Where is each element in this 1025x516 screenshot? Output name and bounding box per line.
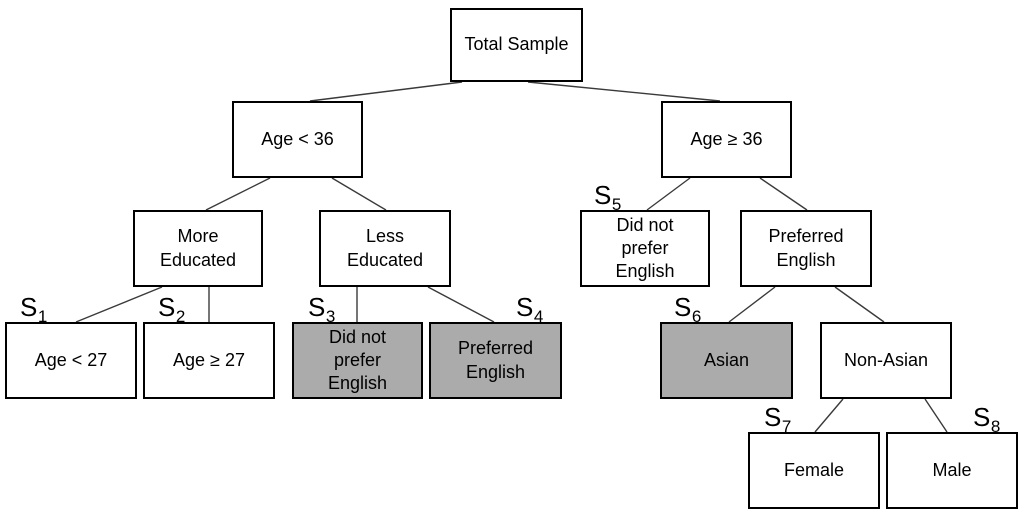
node-age-lt-36-label: Age < 36 [261,128,334,149]
segment-label-s7-sub: 7 [781,417,792,436]
node-total-sample-label: Total Sample [464,34,569,55]
connector-total-to-age-lt-36 [309,81,463,102]
node-less-educated: Less Educated [319,210,451,287]
segment-label-s3-base: S [308,292,326,322]
segment-label-s4: S4 [516,294,544,325]
segment-label-s5: S5 [594,182,622,213]
segment-label-s2: S2 [158,294,186,325]
node-asian-s6-label: Asian [703,349,750,370]
node-age-ge-36-label: Age ≥ 36 [690,128,763,149]
connector-less-educated-to-s4 [427,286,495,323]
segment-label-s1-base: S [20,292,38,322]
segment-label-s5-sub: 5 [611,195,622,214]
connector-total-to-age-ge-36 [527,81,721,102]
node-preferred-english: Preferred English [740,210,872,287]
connector-non-asian-to-s8 [924,398,948,433]
segment-label-s1-sub: 1 [37,307,48,326]
node-preferred-english-s4-label: Preferred English [457,338,534,382]
segment-label-s7-base: S [764,402,782,432]
connector-age-ge-36-to-preferred-english [759,177,808,211]
node-preferred-english-s4: Preferred English [429,322,562,399]
segment-label-s3: S3 [308,294,336,325]
segment-label-s8: S8 [973,404,1001,435]
node-did-not-prefer-english-s5: Did not prefer English [580,210,710,287]
node-age-ge-27-s2-label: Age ≥ 27 [173,349,245,370]
node-age-lt-27-s1-label: Age < 27 [34,349,108,370]
node-total-sample: Total Sample [450,8,583,82]
node-non-asian-label: Non-Asian [843,349,929,370]
segment-label-s2-base: S [158,292,176,322]
node-more-educated: More Educated [133,210,263,287]
segment-label-s8-base: S [973,402,991,432]
node-male-s8-label: Male [932,459,972,480]
segment-label-s2-sub: 2 [175,307,186,326]
connector-preferred-english-to-non-asian [834,286,885,323]
connector-preferred-english-to-s6 [728,286,776,323]
connector-age-ge-36-to-s5 [646,177,691,211]
segment-label-s7: S7 [764,404,792,435]
node-age-ge-36: Age ≥ 36 [661,101,792,178]
node-female-s7: Female [748,432,880,509]
segment-label-s6-base: S [674,292,692,322]
node-preferred-english-label: Preferred English [768,226,844,270]
segment-label-s6-sub: 6 [691,307,702,326]
connector-age-lt-36-to-less-educated [331,177,387,211]
node-female-s7-label: Female [783,459,845,480]
node-did-not-prefer-english-s3: Did not prefer English [292,322,423,399]
connector-non-asian-to-s7 [814,398,844,433]
segment-label-s8-sub: 8 [990,417,1001,436]
segment-label-s4-sub: 4 [533,307,544,326]
node-more-educated-label: More Educated [159,226,237,270]
segment-label-s1: S1 [20,294,48,325]
node-did-not-prefer-english-s5-label: Did not prefer English [615,214,675,282]
node-asian-s6: Asian [660,322,793,399]
segment-label-s3-sub: 3 [325,307,336,326]
connector-age-lt-36-to-more-educated [205,177,271,211]
segment-label-s5-base: S [594,180,612,210]
node-age-lt-27-s1: Age < 27 [5,322,137,399]
connector-more-educated-to-s1 [75,286,163,323]
node-age-lt-36: Age < 36 [232,101,363,178]
segment-label-s4-base: S [516,292,534,322]
node-less-educated-label: Less Educated [346,226,424,270]
node-non-asian: Non-Asian [820,322,952,399]
node-did-not-prefer-english-s3-label: Did not prefer English [327,326,388,394]
segment-label-s6: S6 [674,294,702,325]
node-male-s8: Male [886,432,1018,509]
node-age-ge-27-s2: Age ≥ 27 [143,322,275,399]
